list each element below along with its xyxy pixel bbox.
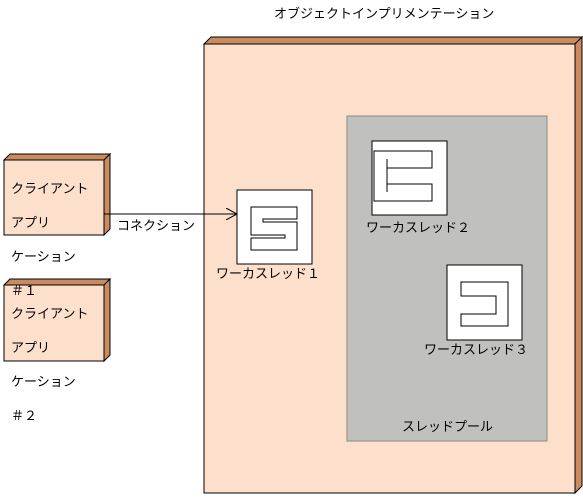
worker-thread-1-box[interactable] — [236, 189, 313, 265]
client-node-2[interactable] — [2, 277, 112, 363]
thread-icon — [460, 281, 509, 327]
thread-pool-label: スレッドプール — [402, 420, 494, 435]
worker-thread-2-label: ワーカスレッド２ — [366, 221, 471, 236]
thread-icon — [373, 150, 433, 202]
client-2-label: クライアント アプリ ケーション ＃２ — [11, 289, 88, 442]
object-implementation-title: オブジェクトインプリメンテーション — [274, 7, 495, 22]
thread-icon — [250, 206, 298, 251]
client-1-line-2: アプリ — [11, 216, 51, 231]
client-2-line-4: ＃２ — [11, 409, 38, 424]
worker-thread-1-label: ワーカスレッド１ — [216, 267, 321, 282]
worker-thread-2-box[interactable] — [371, 140, 448, 216]
client-1-line-1: クライアント — [11, 182, 89, 197]
worker-thread-3-box[interactable] — [446, 264, 523, 341]
client-1-line-4: ＃１ — [11, 284, 38, 299]
connection-label: コネクション — [117, 219, 196, 234]
client-2-line-1: クライアント — [11, 307, 89, 322]
client-node-1[interactable] — [2, 152, 112, 237]
client-1-label: クライアント アプリ ケーション ＃１ — [11, 164, 88, 317]
client-1-line-3: ケーション — [11, 250, 76, 265]
worker-thread-3-label: ワーカスレッド３ — [424, 343, 529, 358]
client-2-line-2: アプリ — [11, 341, 51, 356]
client-2-line-3: ケーション — [11, 375, 76, 390]
